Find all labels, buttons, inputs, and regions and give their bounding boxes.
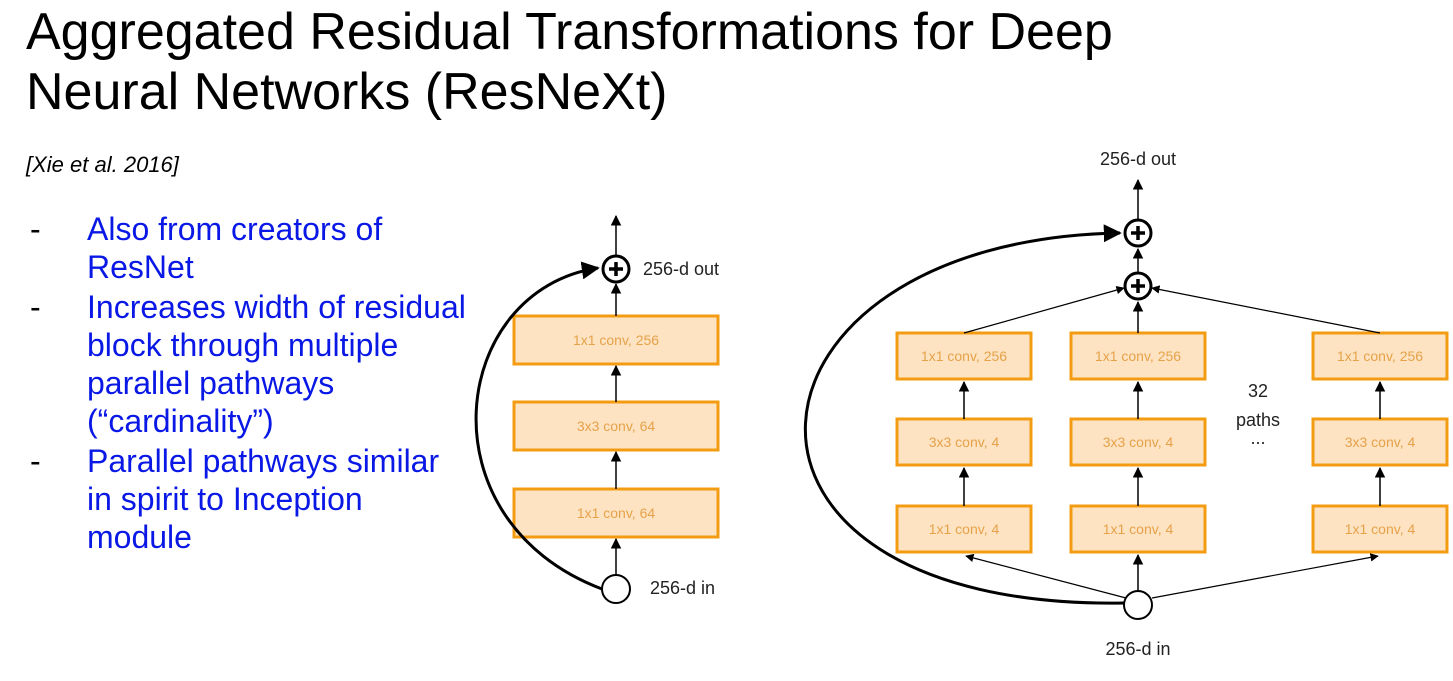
resnext-out-label: 256-d out: [1100, 149, 1176, 169]
bullet-text: Increases width of residual block throug…: [87, 289, 466, 439]
input-node: [601, 574, 631, 604]
bullet-item: - Also from creators of ResNet: [30, 210, 470, 286]
bullet-dash: -: [30, 211, 41, 247]
slide-title: Aggregated Residual Transformations for …: [26, 2, 1426, 122]
conv-box-label: 1x1 conv, 256: [921, 348, 1007, 364]
bullet-list: - Also from creators of ResNet - Increases…: [30, 210, 470, 558]
add-node: [601, 254, 631, 284]
bullet-text: Also from creators of ResNet: [87, 211, 383, 285]
conv-box-label: 3x3 conv, 4: [929, 434, 1000, 450]
conv-box: [1069, 504, 1207, 554]
conv-box: 1x1 conv, 64: [512, 487, 720, 539]
resnet-in-label: 256-d in: [650, 578, 715, 598]
conv-box: 1x1 conv, 256: [512, 314, 720, 366]
conv-box-label: 3x3 conv, 4: [1345, 434, 1416, 450]
add-node: [1123, 218, 1153, 248]
conv-box: [895, 417, 1033, 467]
bullet-dash: -: [30, 289, 41, 325]
resnext-in-label: 256-d in: [1105, 639, 1170, 659]
path-column: 1x1 conv, 256 3x3 conv, 4 1x1 conv, 4: [1151, 285, 1449, 599]
citation: [Xie et al. 2016]: [26, 152, 179, 177]
input-node: [1123, 590, 1153, 620]
conv-box-label: 1x1 conv, 256: [1337, 348, 1423, 364]
conv-box: [1069, 331, 1207, 381]
resnext-block: 256-d out 1x1 conv, 256 3x3 conv, 4 1x1 …: [803, 149, 1449, 659]
paths-count: 32: [1248, 381, 1268, 401]
bullet-text: Parallel pathways similar in spirit to I…: [87, 443, 440, 555]
conv-box-label: 1x1 conv, 256: [573, 332, 659, 348]
conv-box-label: 3x3 conv, 4: [1103, 434, 1174, 450]
bullet-item: - Parallel pathways similar in spirit to …: [30, 442, 470, 556]
resnet-block: 256-d out 1x1 conv, 256 3x3 conv, 64 1x1…: [474, 214, 720, 604]
conv-box-label: 1x1 conv, 256: [1095, 348, 1181, 364]
path-column: 1x1 conv, 256 3x3 conv, 4 1x1 conv, 4: [895, 286, 1127, 599]
title-line-2: Neural Networks (ResNeXt): [26, 63, 668, 121]
conv-box: [1311, 504, 1449, 554]
aggregate-node: [1123, 271, 1153, 301]
resnet-out-label: 256-d out: [643, 259, 719, 279]
title-line-1: Aggregated Residual Transformations for …: [26, 3, 1113, 61]
conv-box-label: 1x1 conv, 4: [1345, 521, 1416, 537]
skip-connection: [474, 261, 603, 591]
conv-box: 3x3 conv, 64: [512, 400, 720, 452]
bullet-dash: -: [30, 443, 41, 479]
conv-box: [1311, 417, 1449, 467]
bullet-item: - Increases width of residual block throu…: [30, 288, 470, 440]
skip-connection: [803, 224, 1125, 605]
paths-ellipsis: ...: [1250, 428, 1265, 448]
conv-box-label: 1x1 conv, 4: [1103, 521, 1174, 537]
conv-box-label: 1x1 conv, 64: [577, 505, 656, 521]
conv-box-label: 3x3 conv, 64: [577, 418, 656, 434]
paths-word: paths: [1236, 410, 1280, 430]
path-column: 1x1 conv, 256 3x3 conv, 4 1x1 conv, 4: [1069, 300, 1207, 591]
conv-box-label: 1x1 conv, 4: [929, 521, 1000, 537]
